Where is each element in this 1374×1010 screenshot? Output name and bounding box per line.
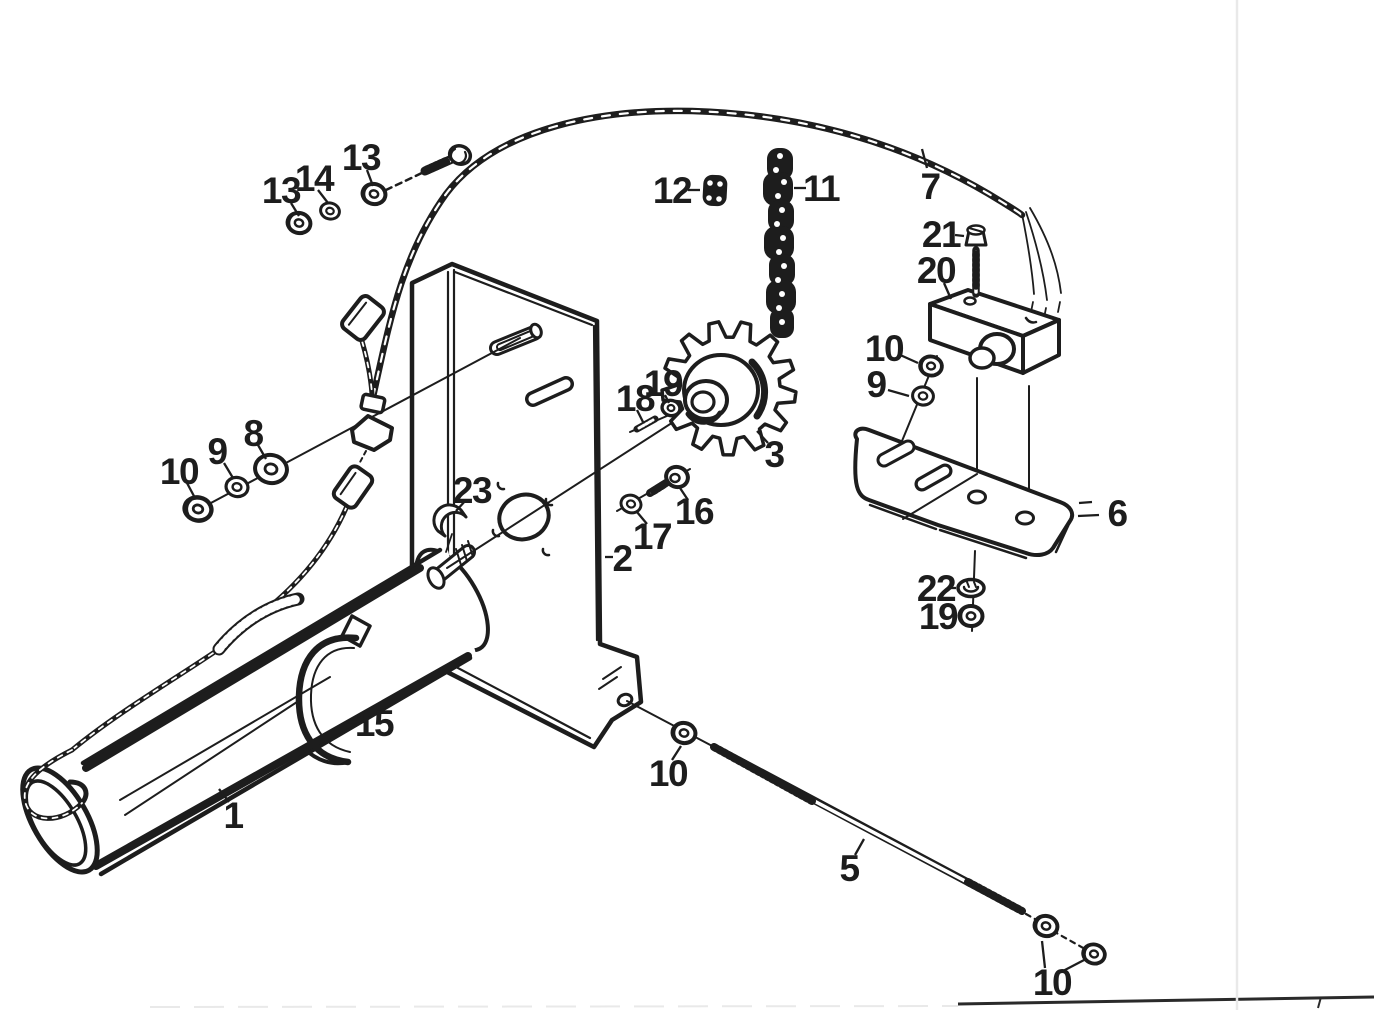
callout-label-17: 17	[633, 516, 671, 557]
callout-label-14: 14	[295, 158, 335, 199]
motor	[20, 540, 490, 877]
callout-label-9: 9	[866, 364, 886, 405]
callout-leader	[635, 409, 645, 423]
nut	[1030, 911, 1062, 941]
callout-leader	[1077, 513, 1100, 518]
screw	[420, 144, 473, 176]
sprocket-bore	[690, 390, 716, 414]
sprocket	[660, 320, 798, 457]
callout-label-19: 19	[644, 363, 683, 404]
callout-leader	[223, 462, 234, 479]
bracket-slot	[914, 463, 953, 492]
nut	[1079, 940, 1109, 968]
plate-round-hole	[497, 492, 551, 542]
callout-label-15: 15	[355, 703, 394, 744]
callout-leader	[1078, 500, 1093, 505]
fasteners	[182, 144, 1109, 968]
nut	[358, 179, 390, 209]
callout-label-12: 12	[653, 170, 692, 211]
callout-leader	[920, 148, 929, 169]
threaded-rod	[710, 743, 1026, 915]
nut	[182, 495, 213, 523]
nut	[668, 719, 700, 747]
switch-box	[928, 288, 1061, 375]
plate-slot	[525, 376, 574, 407]
callout-label-3: 3	[764, 434, 784, 475]
callout-leader	[853, 838, 866, 856]
callout-label-23: 23	[453, 470, 492, 511]
callout-leader	[365, 169, 375, 187]
cable-connector-socket	[350, 414, 394, 452]
callout-leader	[290, 202, 300, 217]
callout-leader	[185, 482, 197, 499]
washer	[956, 577, 986, 599]
bracket	[853, 426, 1075, 560]
callout-label-10: 10	[1033, 962, 1072, 1003]
callout-leader	[887, 388, 910, 398]
callout-leader	[636, 511, 648, 525]
chain-master-link	[702, 174, 728, 207]
callout-label-8: 8	[243, 413, 263, 454]
washer	[909, 384, 937, 408]
callout-label-22: 22	[917, 568, 956, 609]
callout-label-10: 10	[649, 753, 688, 794]
callout-leader	[455, 499, 467, 512]
callout-label-16: 16	[675, 491, 714, 532]
callout-leader	[897, 352, 919, 365]
bracket-hole	[967, 489, 987, 505]
callout-leader	[257, 444, 267, 460]
callout-label-13: 13	[262, 170, 301, 211]
callout-label-5: 5	[839, 848, 859, 889]
callout-label-9: 9	[207, 431, 227, 472]
clamp	[295, 614, 372, 766]
callout-leader	[1040, 940, 1047, 969]
screw	[964, 224, 988, 298]
callout-leader	[756, 430, 769, 444]
callout-label-2: 2	[612, 538, 632, 579]
callout-leader	[663, 394, 671, 404]
callout-label-18: 18	[616, 378, 655, 419]
callout-leader	[679, 487, 689, 501]
chain	[763, 148, 796, 338]
callout-label-19: 19	[919, 596, 958, 637]
cable-connector-plug	[340, 294, 386, 342]
woodruff-key	[432, 503, 468, 553]
callout-label-21: 21	[922, 214, 961, 255]
cable-band	[212, 592, 305, 656]
callout-label-7: 7	[920, 166, 939, 207]
nut	[916, 353, 946, 379]
washer	[222, 473, 252, 501]
cable-connector-plug	[331, 464, 375, 510]
callout-leader	[954, 233, 965, 238]
nut	[959, 605, 983, 626]
bolt	[646, 464, 690, 497]
cable-wires	[1021, 207, 1062, 319]
callout-label-20: 20	[917, 250, 956, 291]
callout-label-13: 13	[342, 137, 381, 178]
bracket-hole	[1015, 510, 1035, 526]
callout-label-1: 1	[223, 795, 243, 836]
washer	[617, 491, 645, 517]
callout-leader	[942, 282, 953, 300]
page-edges	[149, 0, 1374, 1010]
callout-label-10: 10	[160, 451, 199, 492]
callout-leader	[317, 189, 329, 204]
switch-knob	[968, 332, 1016, 370]
callout-leader	[218, 788, 230, 803]
bracket-slot	[876, 439, 916, 468]
washer	[317, 199, 343, 223]
callout-leader	[671, 745, 682, 761]
pin	[633, 415, 659, 433]
callout-label-6: 6	[1107, 493, 1127, 534]
callout-leader	[1062, 957, 1087, 973]
washer	[250, 449, 292, 489]
callout-label-11: 11	[803, 168, 840, 209]
cable-connector-terminal	[359, 392, 387, 415]
callout-label-10: 10	[865, 328, 904, 369]
